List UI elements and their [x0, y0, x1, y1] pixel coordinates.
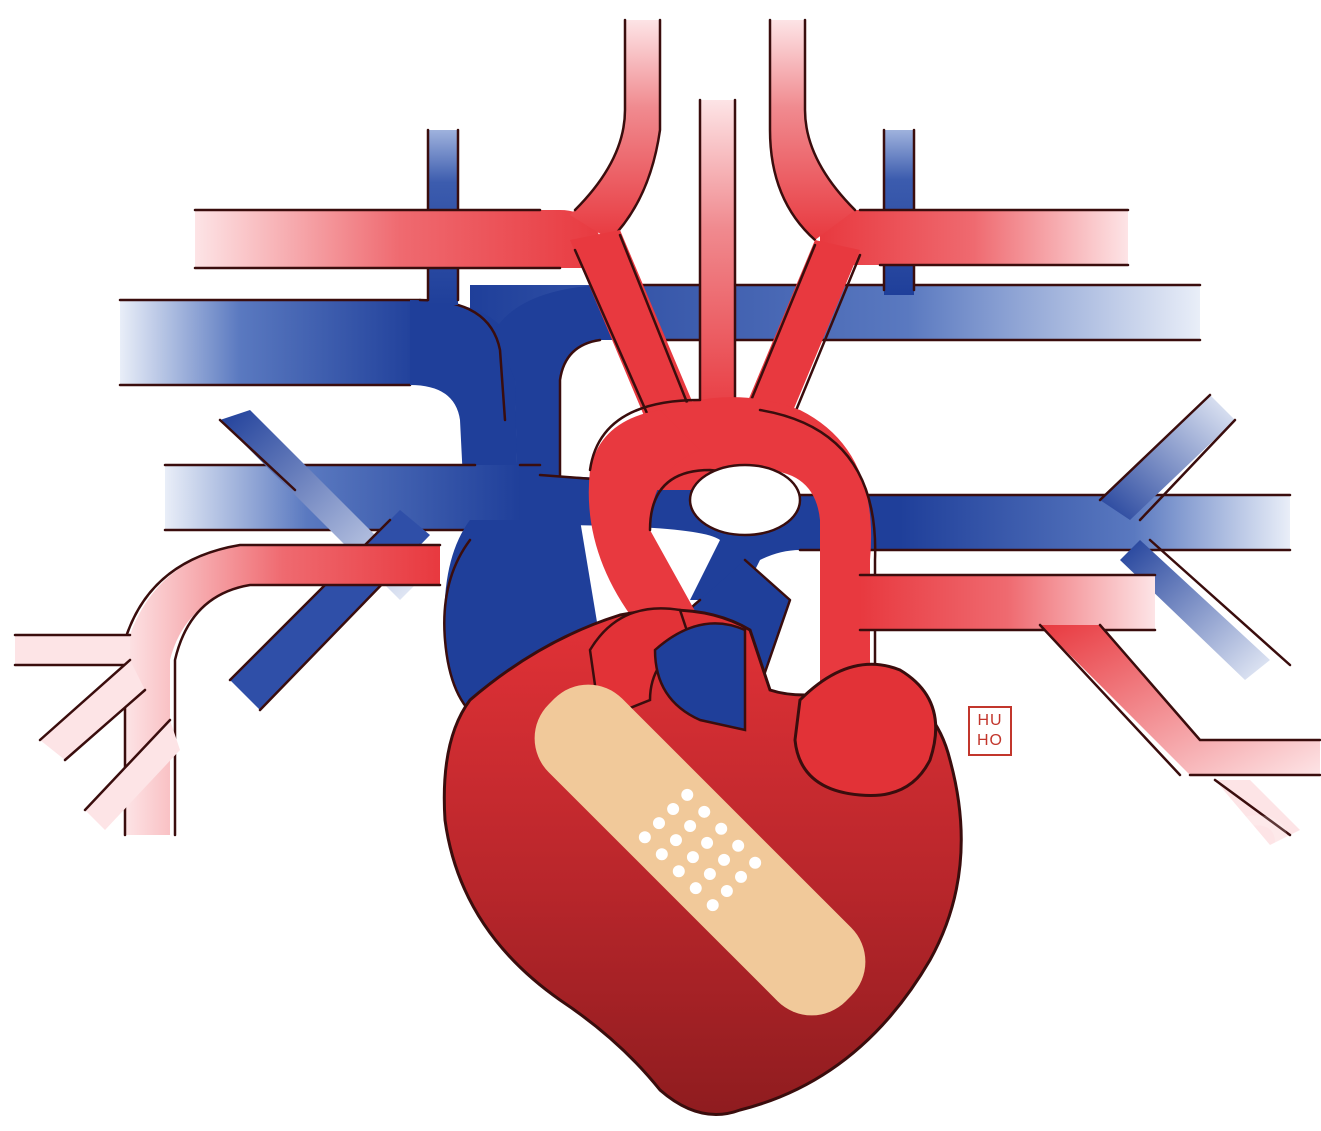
seal-line-1: HU: [970, 711, 1010, 731]
artist-seal-icon: HU HO: [968, 706, 1012, 756]
seal-line-2: HO: [970, 731, 1010, 751]
watermark-text: 5103: [985, 795, 1296, 935]
